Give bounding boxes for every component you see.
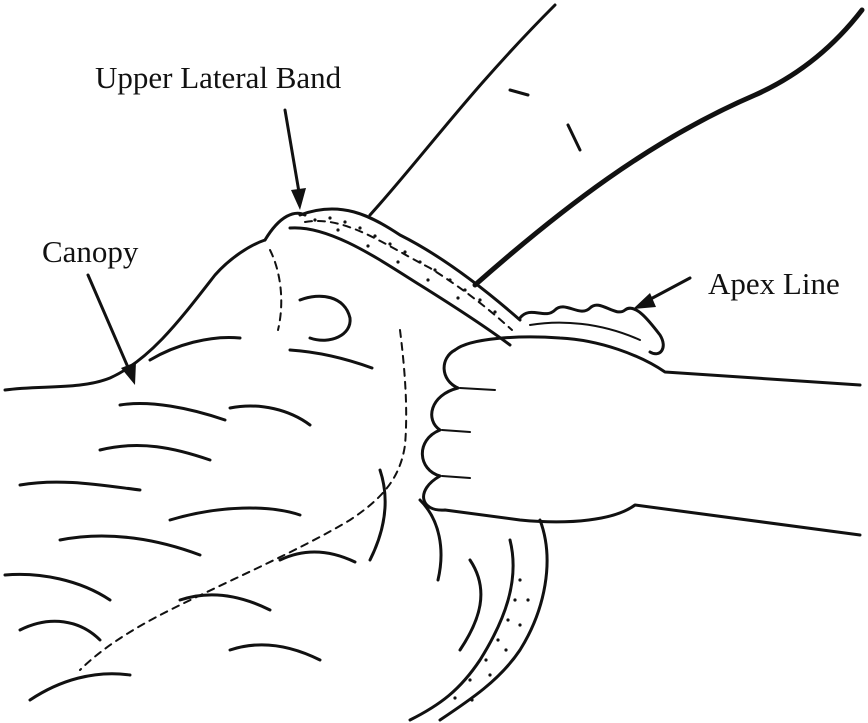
canopy-arrow-line xyxy=(88,275,130,372)
hand-outline xyxy=(422,337,860,535)
apex-arrowhead xyxy=(633,293,656,309)
canopy-label: Canopy xyxy=(42,236,138,267)
apex-line-label: Apex Line xyxy=(708,268,840,299)
upper-band-arrowhead xyxy=(291,188,306,210)
canopy-arrowhead xyxy=(121,362,136,385)
apex-line-shape xyxy=(520,305,663,354)
upper-band-arrow-line xyxy=(285,110,300,198)
upper-lateral-band-label: Upper Lateral Band xyxy=(95,62,341,93)
arm-outline xyxy=(370,5,862,285)
band-stipple xyxy=(313,216,496,313)
